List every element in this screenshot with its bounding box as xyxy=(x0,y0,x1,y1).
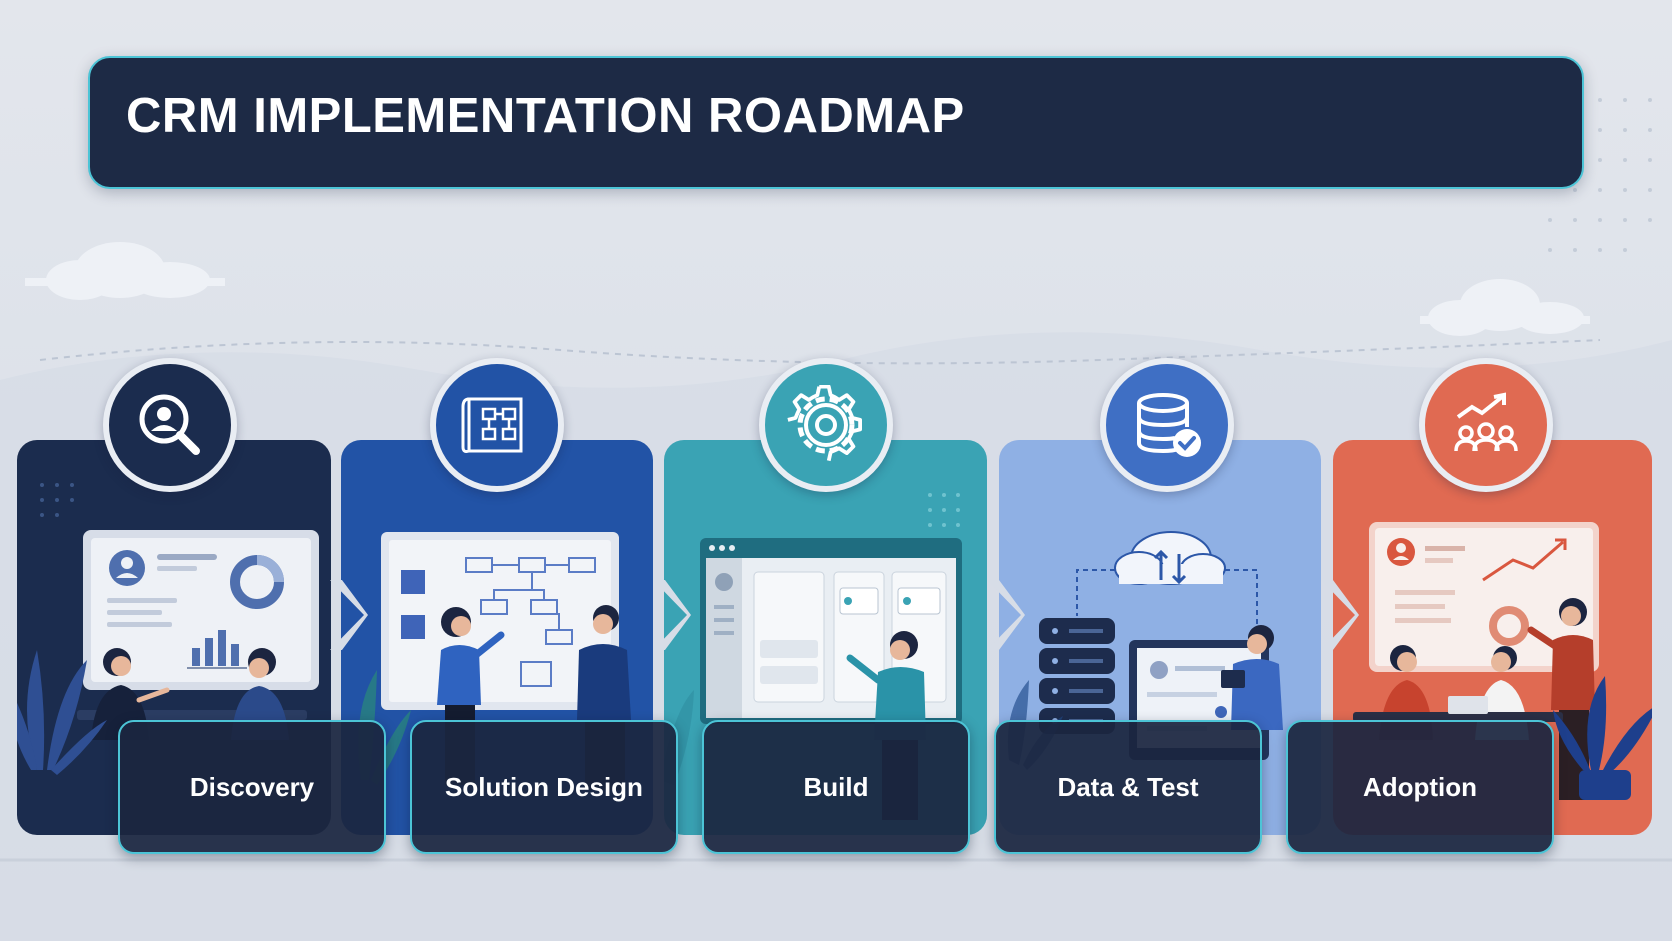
stage-label-adoption[interactable]: Adoption xyxy=(1286,720,1554,854)
growth-team-icon xyxy=(1419,358,1553,492)
stage-label-solution-design[interactable]: Solution Design xyxy=(410,720,678,854)
cloud-right xyxy=(1420,279,1590,336)
stage-label-discovery[interactable]: Discovery xyxy=(118,720,386,854)
page-title: CRM IMPLEMENTATION ROADMAP xyxy=(126,89,965,143)
cloud-left xyxy=(25,242,225,300)
gear-icon xyxy=(759,358,893,492)
person-data-test xyxy=(1221,625,1283,730)
chevron-right-icon xyxy=(1321,580,1359,650)
chevron-right-icon xyxy=(987,580,1025,650)
blueprint-icon xyxy=(430,358,564,492)
chevron-right-icon xyxy=(330,580,368,650)
cloud-sync-icon xyxy=(1114,531,1226,585)
stage-label-text: Build xyxy=(803,771,869,802)
stage-label-text: Solution Design xyxy=(445,771,643,802)
title-banner: CRM IMPLEMENTATION ROADMAP xyxy=(88,56,1584,189)
stage-label-text: Discovery xyxy=(189,771,315,802)
build-illustration xyxy=(664,493,962,820)
stage-label-data-test[interactable]: Data & Test xyxy=(994,720,1262,854)
stage-label-text: Data & Test xyxy=(1057,771,1199,802)
discovery-illustration xyxy=(17,483,319,775)
server-stack-icon xyxy=(1039,618,1115,734)
plant-right xyxy=(1553,676,1652,800)
stage-label-text: Adoption xyxy=(1362,771,1478,802)
plant-left xyxy=(17,650,107,775)
database-check-icon xyxy=(1100,358,1234,492)
stage-label-build[interactable]: Build xyxy=(702,720,970,854)
chevron-right-icon xyxy=(653,580,691,650)
search-user-icon xyxy=(103,358,237,492)
